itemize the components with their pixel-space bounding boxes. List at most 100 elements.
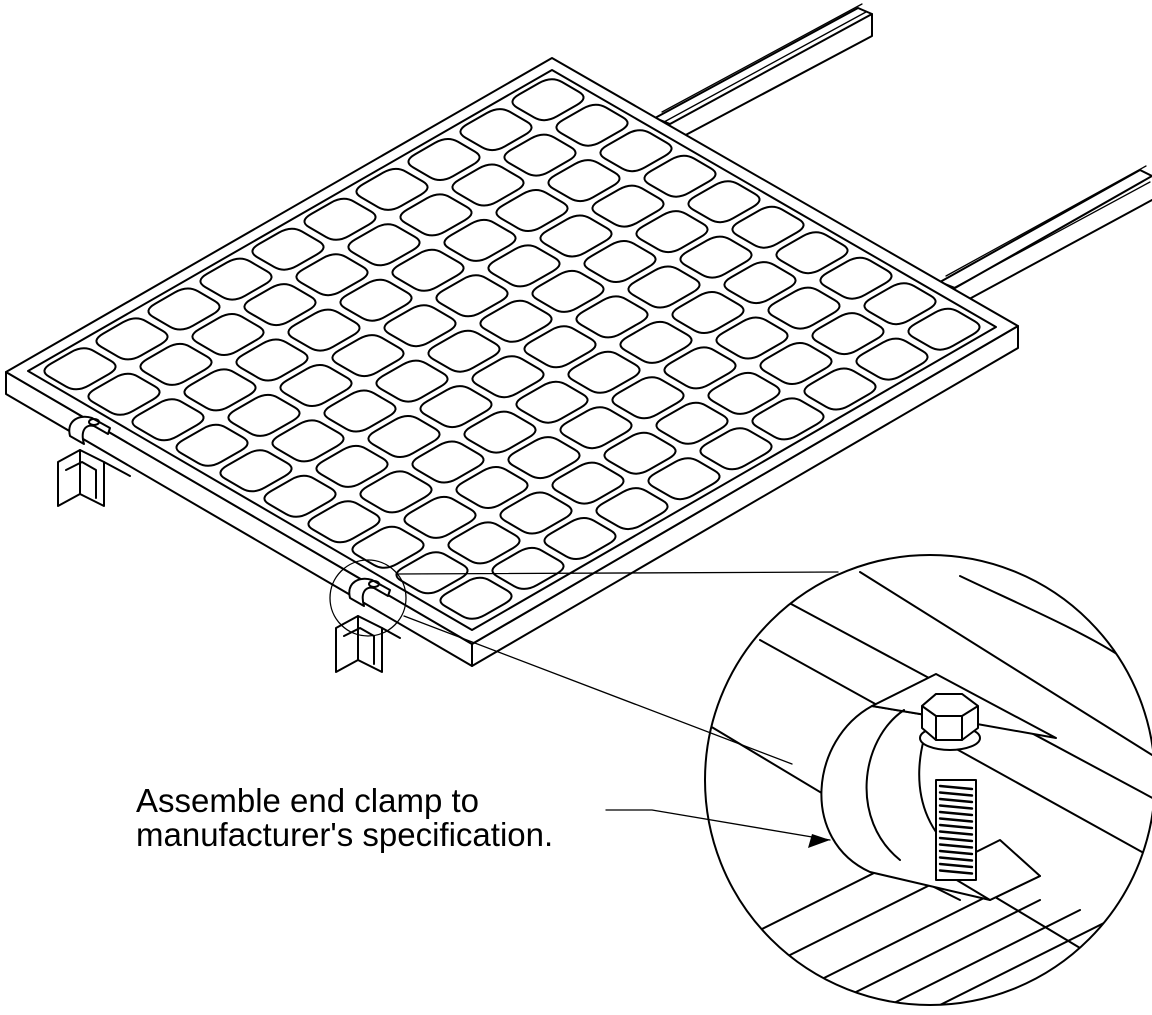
solar-cell (303, 197, 377, 241)
thread-line (938, 784, 974, 791)
solar-cell (435, 274, 509, 318)
thread-line (938, 817, 974, 823)
solar-cell (471, 355, 545, 399)
thread-line (938, 810, 974, 817)
solar-cell (279, 364, 353, 407)
solar-cell (531, 269, 605, 313)
solar-cell (375, 359, 449, 403)
rail-lower (939, 165, 1152, 305)
solar-cell (427, 329, 501, 373)
solar-cell (323, 389, 397, 433)
solar-cell (407, 138, 481, 181)
thread-line (938, 797, 974, 804)
solar-cell (251, 227, 325, 271)
solar-cell (391, 248, 465, 292)
solar-cell (331, 334, 405, 378)
solar-cell (767, 286, 841, 330)
solar-cell (567, 350, 641, 394)
solar-cell (635, 210, 709, 254)
solar-cell (671, 291, 745, 334)
solar-cell (643, 154, 717, 198)
solar-cell (395, 551, 469, 595)
solar-cell (347, 223, 421, 267)
solar-cell (723, 261, 797, 305)
detail-circle (704, 554, 1152, 1006)
solar-cell (451, 163, 525, 207)
solar-cell (495, 189, 569, 232)
solar-cell (411, 440, 485, 484)
solar-cell (855, 337, 929, 381)
solar-cell (219, 449, 293, 493)
rod-threads (938, 784, 974, 875)
thread-line (938, 843, 974, 849)
solar-cell (439, 576, 513, 620)
solar-cell (295, 253, 369, 297)
solar-cell (515, 380, 589, 424)
solar-cell (539, 214, 613, 258)
solar-cell (43, 347, 117, 391)
solar-cell (715, 316, 789, 360)
solar-cell (147, 287, 221, 331)
solar-cell (87, 372, 161, 416)
solar-cell (191, 313, 265, 356)
solar-cell (511, 78, 585, 122)
end-clamp-left (68, 415, 111, 445)
solar-cell (139, 342, 213, 386)
rail-front-right (335, 615, 401, 673)
solar-cell (503, 133, 577, 177)
solar-cell (707, 371, 781, 415)
detail-leader-upper (395, 571, 839, 575)
detail-leader-lower (403, 615, 793, 765)
solar-cell (811, 312, 885, 356)
rail-upper (654, 3, 873, 139)
note-arrowhead (808, 834, 830, 848)
thread-line (938, 830, 974, 836)
solar-cell (655, 401, 729, 445)
solar-cell (403, 495, 477, 539)
solar-cell (575, 295, 649, 339)
solar-cell (775, 231, 849, 275)
detail-marker-circle (329, 559, 407, 637)
callout-line-1: Assemble end clamp to (136, 782, 479, 819)
front-rail-ends (57, 449, 401, 673)
solar-cell (227, 393, 301, 437)
detail-callout (329, 559, 839, 765)
solar-cell (523, 325, 597, 369)
solar-cell (599, 129, 673, 173)
solar-cell (235, 338, 309, 382)
solar-cell (663, 346, 737, 390)
solar-cell (243, 283, 317, 327)
hex-bolt (919, 693, 981, 751)
solar-cell (647, 457, 721, 501)
solar-panel (5, 57, 1019, 667)
thread-line (938, 791, 974, 797)
panel-top-frame (5, 57, 1019, 645)
thread-line (938, 849, 974, 856)
solar-cell (183, 368, 257, 412)
solar-cell (819, 256, 893, 300)
end-clamp-right (348, 577, 391, 607)
solar-cell (339, 278, 413, 322)
solar-cell (383, 304, 457, 348)
solar-cell (507, 436, 581, 480)
solar-cell (759, 342, 833, 385)
solar-cell (595, 487, 669, 531)
thread-line (938, 804, 974, 810)
solar-cell (487, 244, 561, 288)
solar-cell (731, 205, 805, 249)
solar-cell (591, 184, 665, 228)
solar-cell (359, 470, 433, 514)
thread-line (938, 836, 974, 843)
solar-cell (499, 491, 573, 535)
solar-cell (479, 299, 553, 343)
solar-cell (367, 415, 441, 458)
cell-grid (43, 78, 981, 620)
solar-cell (175, 423, 249, 467)
solar-cell (603, 431, 677, 475)
solar-cell (627, 265, 701, 309)
thread-line (938, 862, 974, 869)
solar-cell (459, 108, 533, 152)
solar-cell (263, 474, 337, 518)
thread-line (938, 869, 974, 875)
